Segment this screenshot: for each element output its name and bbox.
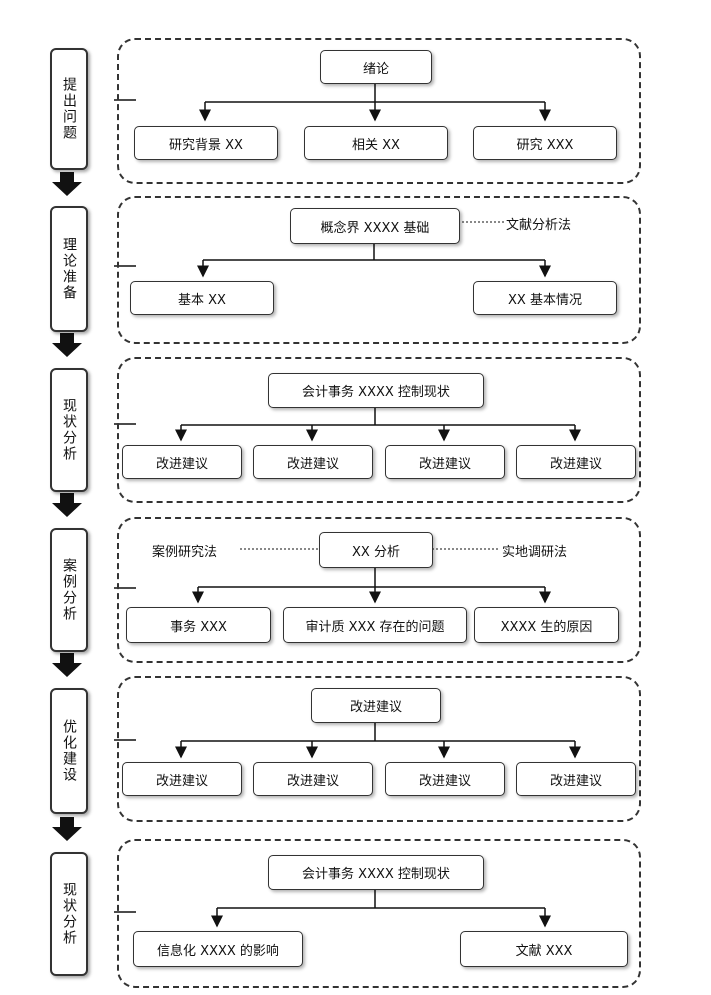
box-text: 改进建议 xyxy=(349,700,402,715)
side-label-text: 现状分析 xyxy=(61,398,77,462)
side-label-text: 案例分析 xyxy=(61,558,77,622)
box-text: 基本 XX xyxy=(178,292,226,308)
child-box: 相关 XX xyxy=(304,126,448,160)
down-arrow-icon xyxy=(52,817,82,841)
section-4-panel xyxy=(117,517,641,663)
down-arrow-icon xyxy=(52,333,82,357)
box-text: 会计事务 XXXX 控制现状 xyxy=(302,867,450,882)
box-text: XX 分析 xyxy=(352,544,400,560)
method-label: 案例研究法 xyxy=(152,545,218,560)
side-label-2: 理论准备 xyxy=(50,206,88,332)
box-text: 改进建议 xyxy=(418,773,471,789)
box-text: 改进建议 xyxy=(155,773,208,789)
intro-box: 绪论 xyxy=(320,50,432,84)
side-label-text: 提出问题 xyxy=(61,77,77,141)
child-box: 改进建议 xyxy=(516,762,636,796)
side-label-6: 现状分析 xyxy=(50,852,88,976)
section-1-connectors xyxy=(114,84,551,122)
down-arrow-icon xyxy=(52,493,82,517)
method-label: 实地调研法 xyxy=(502,545,568,560)
side-label-text: 理论准备 xyxy=(61,237,77,301)
child-box: 改进建议 xyxy=(253,762,373,796)
down-arrow-icon xyxy=(52,172,82,196)
box-text: 文献 XXX xyxy=(515,943,573,959)
section-2-panel xyxy=(117,196,641,344)
box-text: 相关 XX xyxy=(352,137,400,153)
side-label-5: 优化建设 xyxy=(50,688,88,814)
suggestion-box: 改进建议 xyxy=(311,688,441,723)
down-arrow-icon xyxy=(52,653,82,677)
box-text: 改进建议 xyxy=(155,456,208,472)
analysis-box: XX 分析 xyxy=(319,532,433,568)
side-label-3: 现状分析 xyxy=(50,368,88,492)
concept-box: 概念界 XXXX 基础 xyxy=(290,208,460,244)
box-text: 信息化 XXXX 的影响 xyxy=(157,943,279,959)
child-box: 信息化 XXXX 的影响 xyxy=(133,931,303,967)
box-text: 改进建议 xyxy=(549,456,602,472)
child-box: 改进建议 xyxy=(385,762,505,796)
child-box: 文献 XXX xyxy=(460,931,628,967)
child-box: 基本 XX xyxy=(130,281,274,315)
section-1-panel xyxy=(117,38,641,184)
status-box: 会计事务 XXXX 控制现状 xyxy=(268,855,484,890)
box-text: XX 基本情况 xyxy=(508,292,582,308)
side-label-text: 现状分析 xyxy=(61,882,77,946)
section-6-panel xyxy=(117,839,641,988)
child-box: XX 基本情况 xyxy=(473,281,617,315)
child-box: 研究背景 XX xyxy=(134,126,278,160)
box-text: 改进建议 xyxy=(549,773,602,789)
child-box: 事务 XXX xyxy=(126,607,271,643)
box-text: 改进建议 xyxy=(286,773,339,789)
box-text: 研究 XXX xyxy=(516,137,574,153)
box-text: 改进建议 xyxy=(418,456,471,472)
box-text: 改进建议 xyxy=(286,456,339,472)
child-box: 改进建议 xyxy=(385,445,505,479)
box-text: 审计质 XXX 存在的问题 xyxy=(305,619,445,635)
child-box: 改进建议 xyxy=(122,762,242,796)
status-box: 会计事务 XXXX 控制现状 xyxy=(268,373,484,408)
method-label: 文献分析法 xyxy=(506,218,572,233)
child-box: 改进建议 xyxy=(516,445,636,479)
section-5-panel xyxy=(117,676,641,822)
child-box: 改进建议 xyxy=(253,445,373,479)
child-box: 审计质 XXX 存在的问题 xyxy=(283,607,467,643)
box-text: 概念界 XXXX 基础 xyxy=(320,220,430,236)
child-box: XXXX 生的原因 xyxy=(474,607,619,643)
box-text: 会计事务 XXXX 控制现状 xyxy=(302,385,450,400)
side-label-4: 案例分析 xyxy=(50,528,88,652)
box-text: 事务 XXX xyxy=(170,619,227,635)
child-box: 研究 XXX xyxy=(473,126,617,160)
section-3-panel xyxy=(117,357,641,503)
side-label-text: 优化建设 xyxy=(61,719,77,783)
box-text: 绪论 xyxy=(362,61,389,77)
section-5-connectors xyxy=(114,722,581,759)
box-text: 研究背景 XX xyxy=(169,137,243,153)
side-down-arrows xyxy=(52,172,82,841)
side-label-1: 提出问题 xyxy=(50,48,88,170)
box-text: XXXX 生的原因 xyxy=(500,619,593,635)
child-box: 改进建议 xyxy=(122,445,242,479)
